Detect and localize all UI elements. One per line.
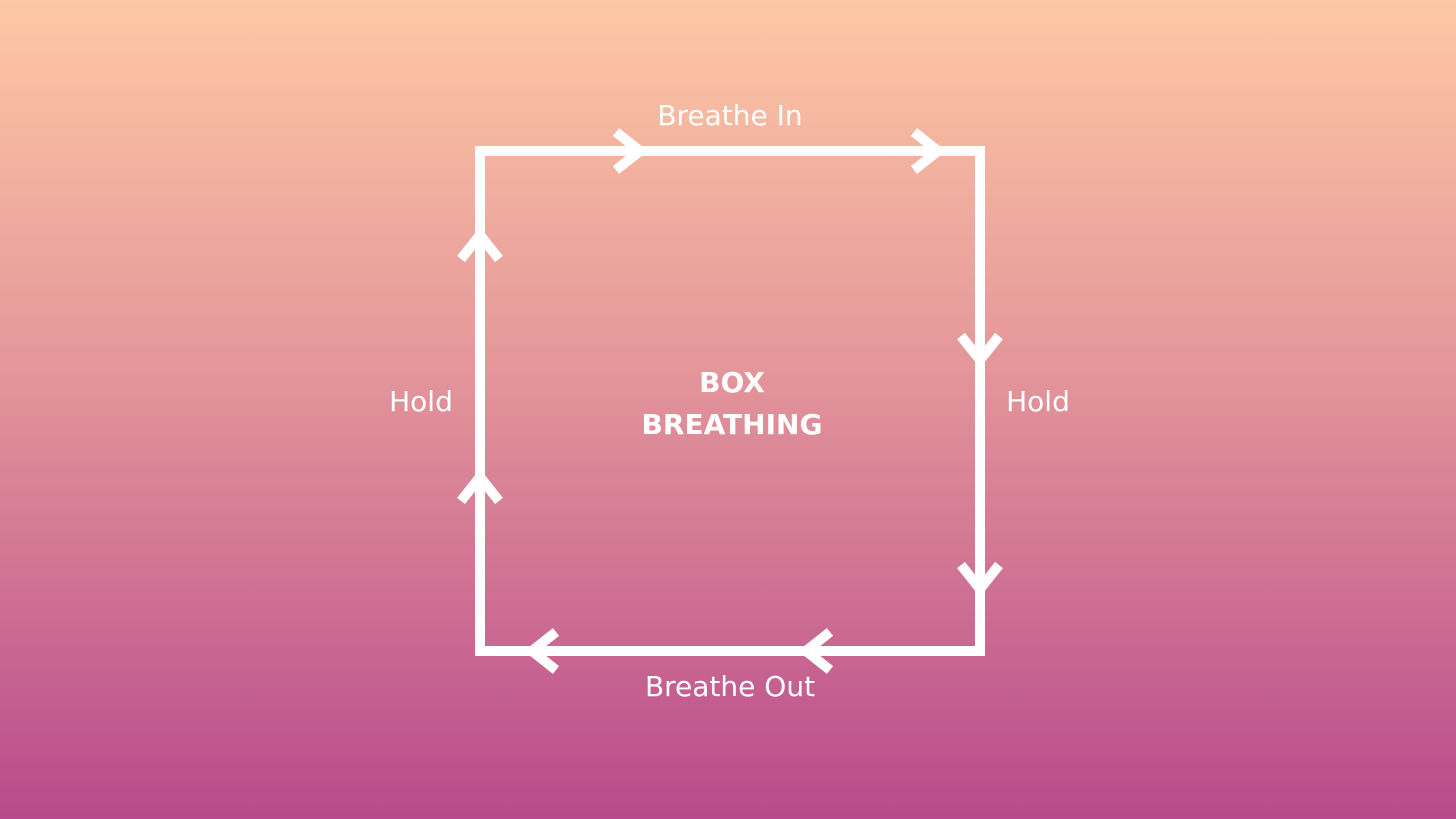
arrow-right-icon: [910, 128, 947, 174]
step-label-breathe-out: Breathe Out: [644, 670, 816, 703]
title-line-1: BOX: [699, 366, 765, 399]
arrow-left-icon: [797, 628, 834, 674]
arrow-down-icon: [957, 561, 1003, 598]
step-label-hold-left: Hold: [389, 385, 453, 418]
title-line-2: BREATHING: [641, 408, 823, 441]
diagram-title: BOX BREATHING: [642, 362, 823, 446]
arrow-down-icon: [957, 332, 1003, 369]
arrow-left-icon: [523, 628, 560, 674]
arrow-up-icon: [457, 226, 503, 263]
arrow-right-icon: [612, 128, 649, 174]
arrow-up-icon: [457, 468, 503, 505]
step-label-breathe-in: Breathe In: [657, 99, 803, 132]
step-label-hold-right: Hold: [1006, 385, 1070, 418]
breathing-box-outline: [475, 146, 985, 656]
